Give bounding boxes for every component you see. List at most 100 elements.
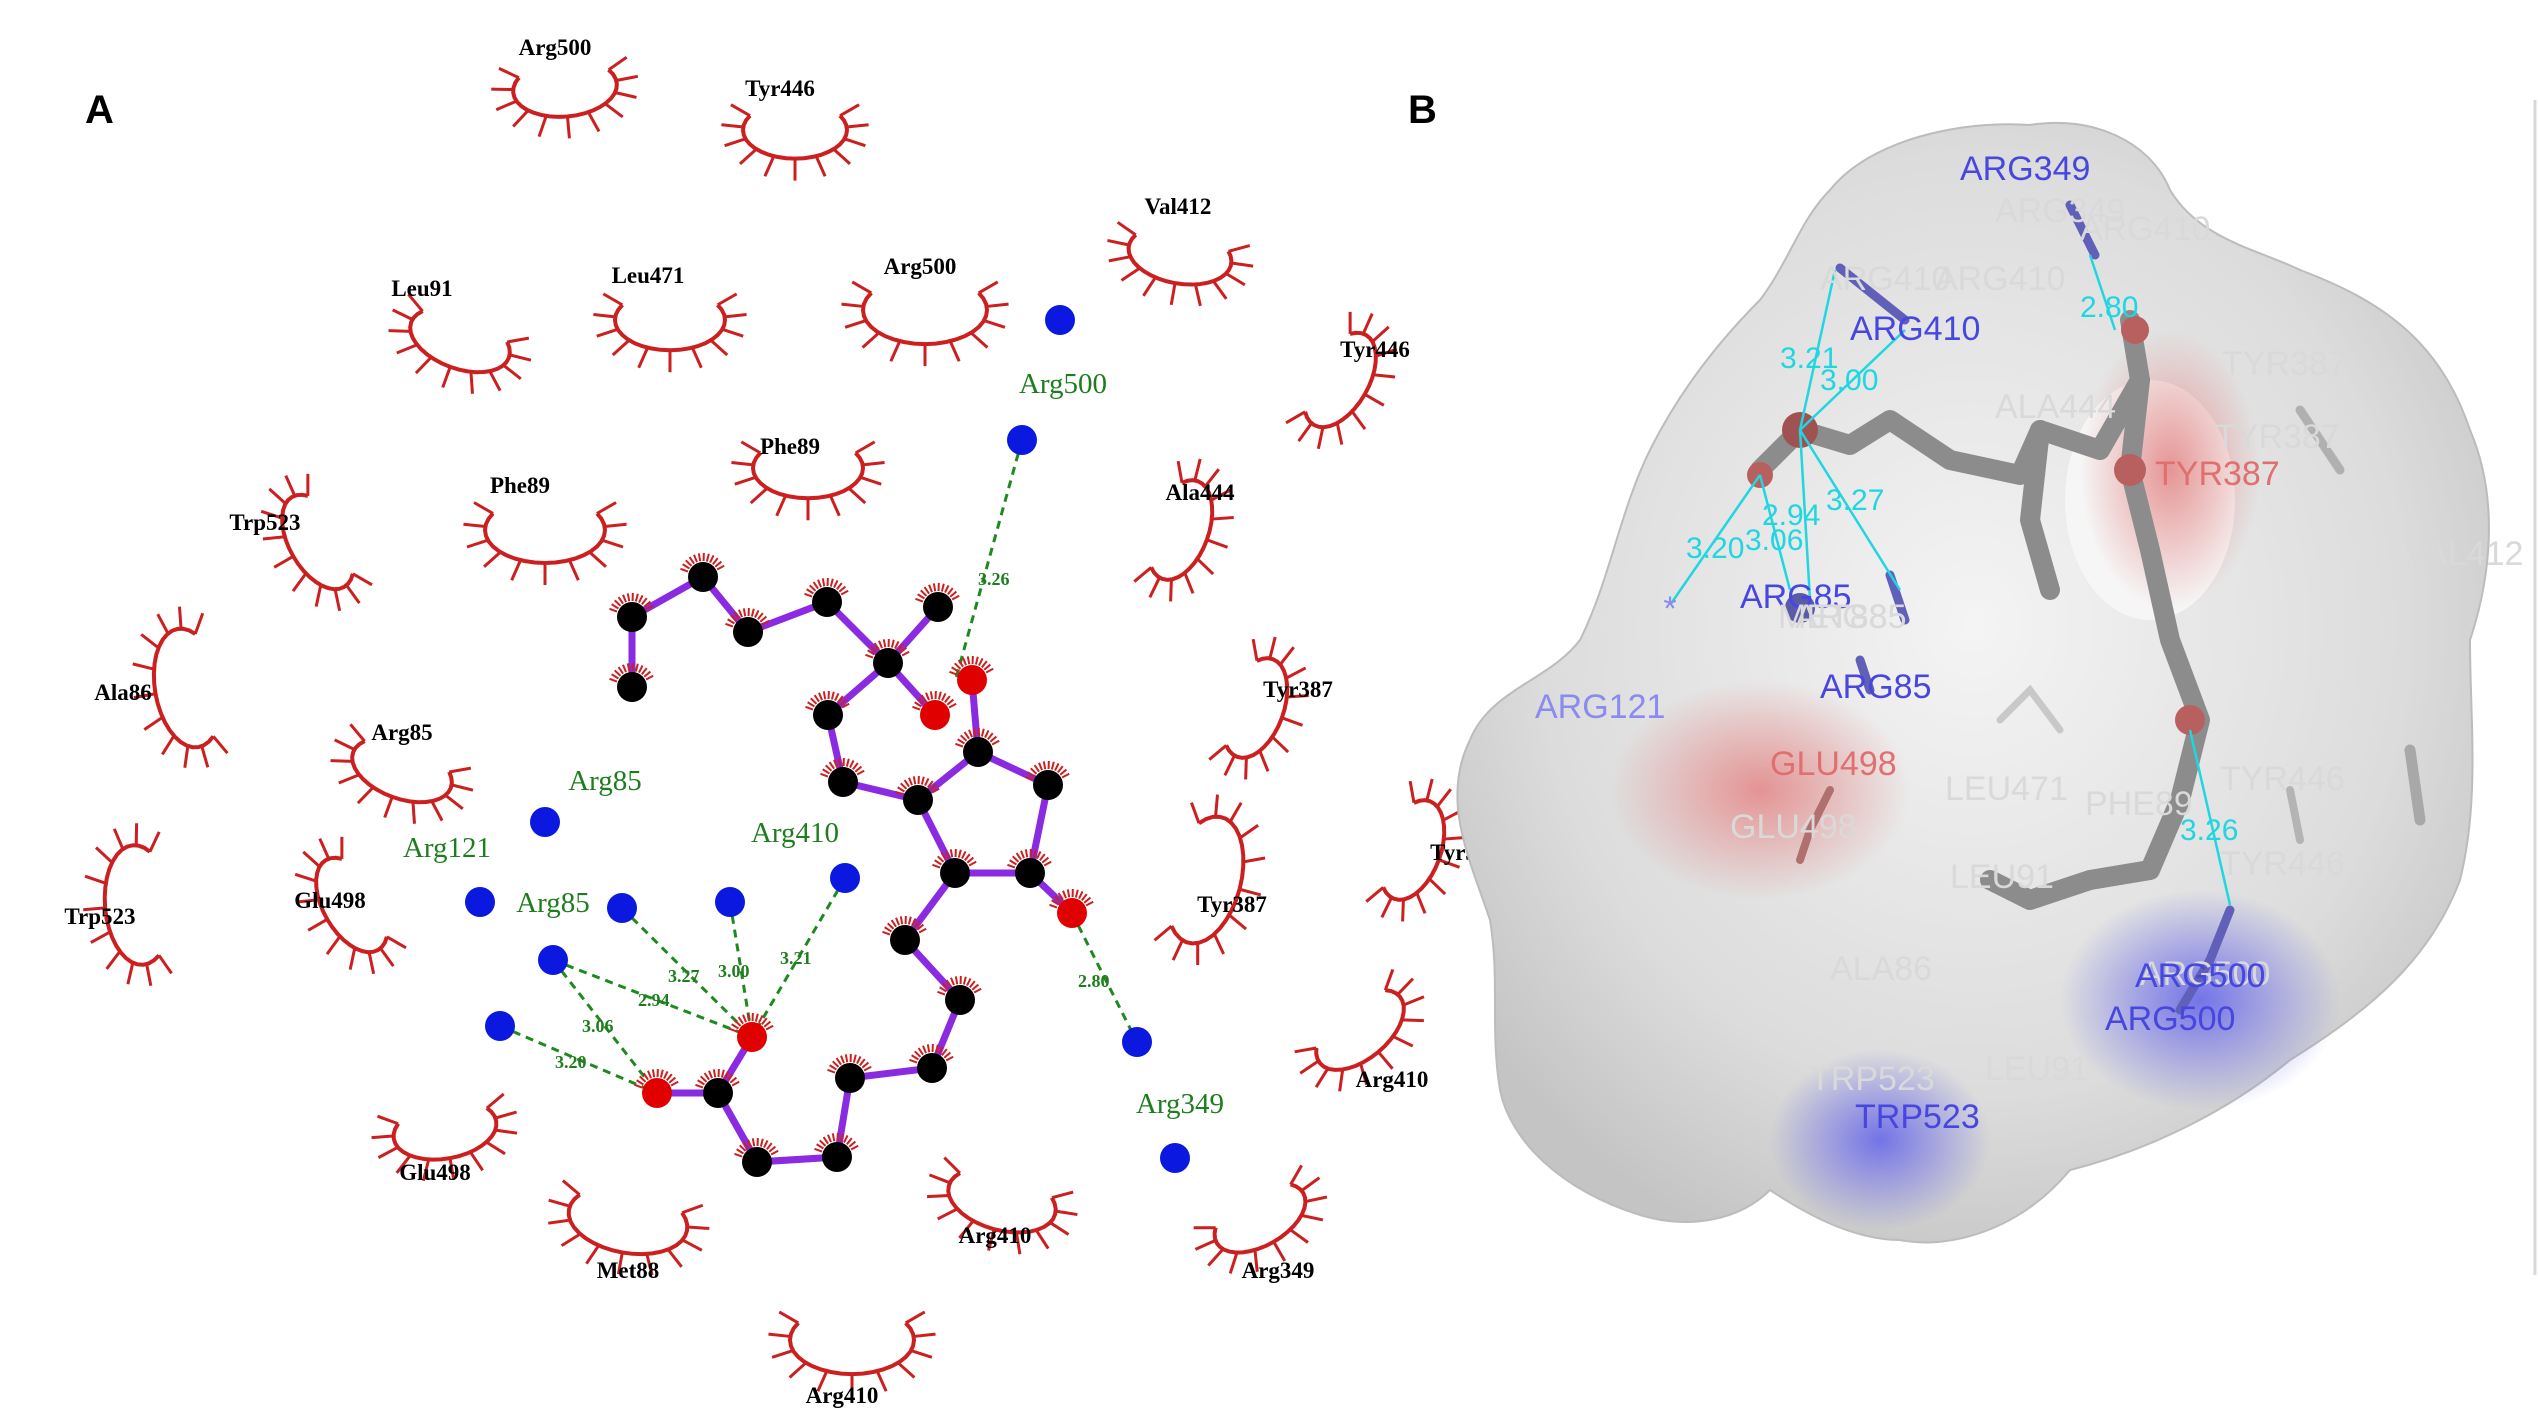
atom-spoke — [813, 694, 820, 703]
arc-spoke — [273, 555, 294, 569]
arc-spoke — [383, 796, 394, 819]
atom-spoke — [1030, 767, 1038, 775]
atom-spoke — [909, 1058, 918, 1064]
arc-spoke — [1223, 754, 1236, 777]
atom-spoke — [984, 729, 990, 739]
atom-spoke — [848, 1140, 857, 1148]
arc-spoke — [1403, 995, 1425, 1007]
atom-spoke — [945, 850, 950, 859]
ligand-atom — [804, 577, 849, 617]
carbon-atom — [703, 1078, 733, 1108]
atom-spoke — [929, 691, 934, 700]
arc-spoke — [105, 950, 122, 970]
atom-spoke — [626, 593, 631, 602]
arc-spoke — [568, 559, 580, 581]
nitrogen-atom — [465, 887, 495, 917]
hydrophobic-arc — [1107, 221, 1254, 307]
arc-spoke — [509, 353, 532, 362]
arc-spoke — [1316, 426, 1325, 450]
residue-label-arg410: Arg410 — [806, 1383, 879, 1408]
atom-spoke — [914, 1050, 922, 1058]
atom-spoke — [763, 1020, 772, 1028]
arc-spoke — [156, 613, 170, 635]
hydrophobic-arc — [1153, 794, 1266, 966]
arc-spoke — [1190, 802, 1201, 824]
atom-spoke — [708, 1070, 713, 1079]
arc-spoke — [307, 918, 328, 932]
arc-spoke — [709, 339, 729, 357]
atom-spoke — [617, 666, 624, 675]
atom-spoke — [894, 640, 900, 650]
arc-spoke — [1377, 1050, 1394, 1070]
atom-spoke — [1027, 771, 1035, 778]
atom-spoke — [859, 1058, 866, 1067]
carbon-atom — [945, 985, 975, 1015]
atom-spoke — [1057, 892, 1064, 901]
atom-spoke — [716, 564, 725, 571]
arc-spoke — [1359, 1063, 1369, 1086]
atom-spoke — [750, 608, 755, 617]
atom-spoke — [911, 1054, 919, 1061]
atom-spoke — [827, 1134, 832, 1143]
atom-spoke — [941, 692, 947, 702]
arc-spoke — [134, 823, 139, 846]
panel-b-residue-label: LEU471 — [1945, 770, 2068, 808]
atom-spoke — [697, 1079, 705, 1086]
carbon-atom — [813, 700, 843, 730]
atom-spoke — [916, 923, 925, 931]
hydrophobic-arc — [593, 292, 747, 373]
panel-b-residue-label: ARG500 — [2135, 957, 2265, 995]
residue-label-arg410: Arg410 — [959, 1223, 1032, 1248]
atom-spoke — [806, 588, 814, 595]
arc-spoke — [749, 487, 769, 505]
arc-spoke — [411, 801, 416, 824]
nitrogen-atom — [1785, 593, 1815, 623]
arc-spoke — [143, 716, 164, 731]
atom-spoke — [765, 1024, 774, 1031]
atom-spoke — [973, 987, 982, 994]
arc-spoke — [987, 1228, 996, 1251]
panel-b-residue-label: LEU91 — [1985, 1050, 2089, 1088]
atom-spoke — [754, 1013, 759, 1022]
arc-curve — [1224, 656, 1290, 760]
arc-spoke — [178, 606, 183, 629]
atom-spoke — [856, 1055, 862, 1065]
arc-spoke — [145, 963, 153, 987]
arc-spoke — [585, 1244, 600, 1265]
arc-spoke — [262, 535, 285, 541]
arc-spoke — [485, 1092, 505, 1110]
atom-spoke — [861, 1061, 870, 1069]
atom-spoke — [983, 663, 992, 671]
atom-spoke — [609, 607, 618, 613]
arc-spoke — [596, 501, 617, 515]
atom-spoke — [614, 599, 622, 607]
atom-spoke — [917, 1047, 924, 1056]
panel-b-residue-label: ARG349 — [1995, 192, 2125, 230]
ligand-atom — [882, 915, 927, 955]
atom-spoke — [730, 614, 738, 622]
hbond-line — [1798, 429, 1902, 591]
arc-spoke — [345, 584, 361, 604]
arc-spoke — [1289, 1164, 1303, 1186]
atom-spoke — [731, 1080, 740, 1087]
arc-spoke — [502, 364, 522, 380]
panel-b-residue-label: ALA86 — [1830, 950, 1932, 988]
hbond-line — [2188, 729, 2232, 906]
hydrophobic-arc — [83, 823, 173, 987]
atom-spoke — [833, 579, 839, 589]
arc-spoke — [284, 475, 297, 497]
carbon-atom — [917, 1053, 947, 1083]
atom-spoke — [733, 611, 740, 620]
atom-spoke — [940, 852, 947, 861]
atom-spoke — [980, 728, 985, 737]
carbon-atom — [1015, 858, 1045, 888]
positive-patch — [2060, 890, 2340, 1110]
panel-b-residue-label: GLU498 — [1770, 745, 1897, 783]
arc-curve — [787, 1321, 917, 1377]
carbon-atom — [742, 1147, 772, 1177]
atom-spoke — [645, 604, 654, 611]
arc-curve — [1212, 1182, 1308, 1255]
arc-spoke — [548, 1198, 571, 1208]
panel-b-residue-label: ARG500 — [2105, 1000, 2235, 1038]
asterisk-marker: * — [1663, 590, 1676, 628]
